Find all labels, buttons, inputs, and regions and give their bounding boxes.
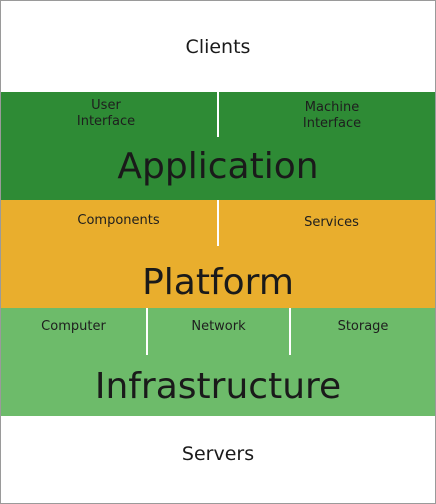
application-divider <box>217 92 219 137</box>
computer-label: Computer <box>41 319 106 334</box>
servers-label: Servers <box>181 443 255 465</box>
infrastructure-title: Infrastructure <box>94 366 342 407</box>
storage-label: Storage <box>337 319 389 334</box>
infrastructure-divider-1 <box>146 308 148 355</box>
infrastructure-layer: Computer Network Storage Infrastructure <box>1 308 435 416</box>
machine-interface-label: Machine Interface <box>302 100 362 131</box>
network-label: Network <box>191 319 246 334</box>
application-layer: User Interface Machine Interface Applica… <box>1 92 435 200</box>
services-label: Services <box>304 215 359 230</box>
platform-divider <box>217 200 219 246</box>
platform-layer: Components Services Platform <box>1 200 435 308</box>
application-title: Application <box>117 146 319 187</box>
infrastructure-divider-2 <box>289 308 291 355</box>
components-label: Components <box>77 213 160 228</box>
platform-title: Platform <box>142 262 294 303</box>
clients-label: Clients <box>185 36 251 58</box>
user-interface-label: User Interface <box>76 98 136 129</box>
